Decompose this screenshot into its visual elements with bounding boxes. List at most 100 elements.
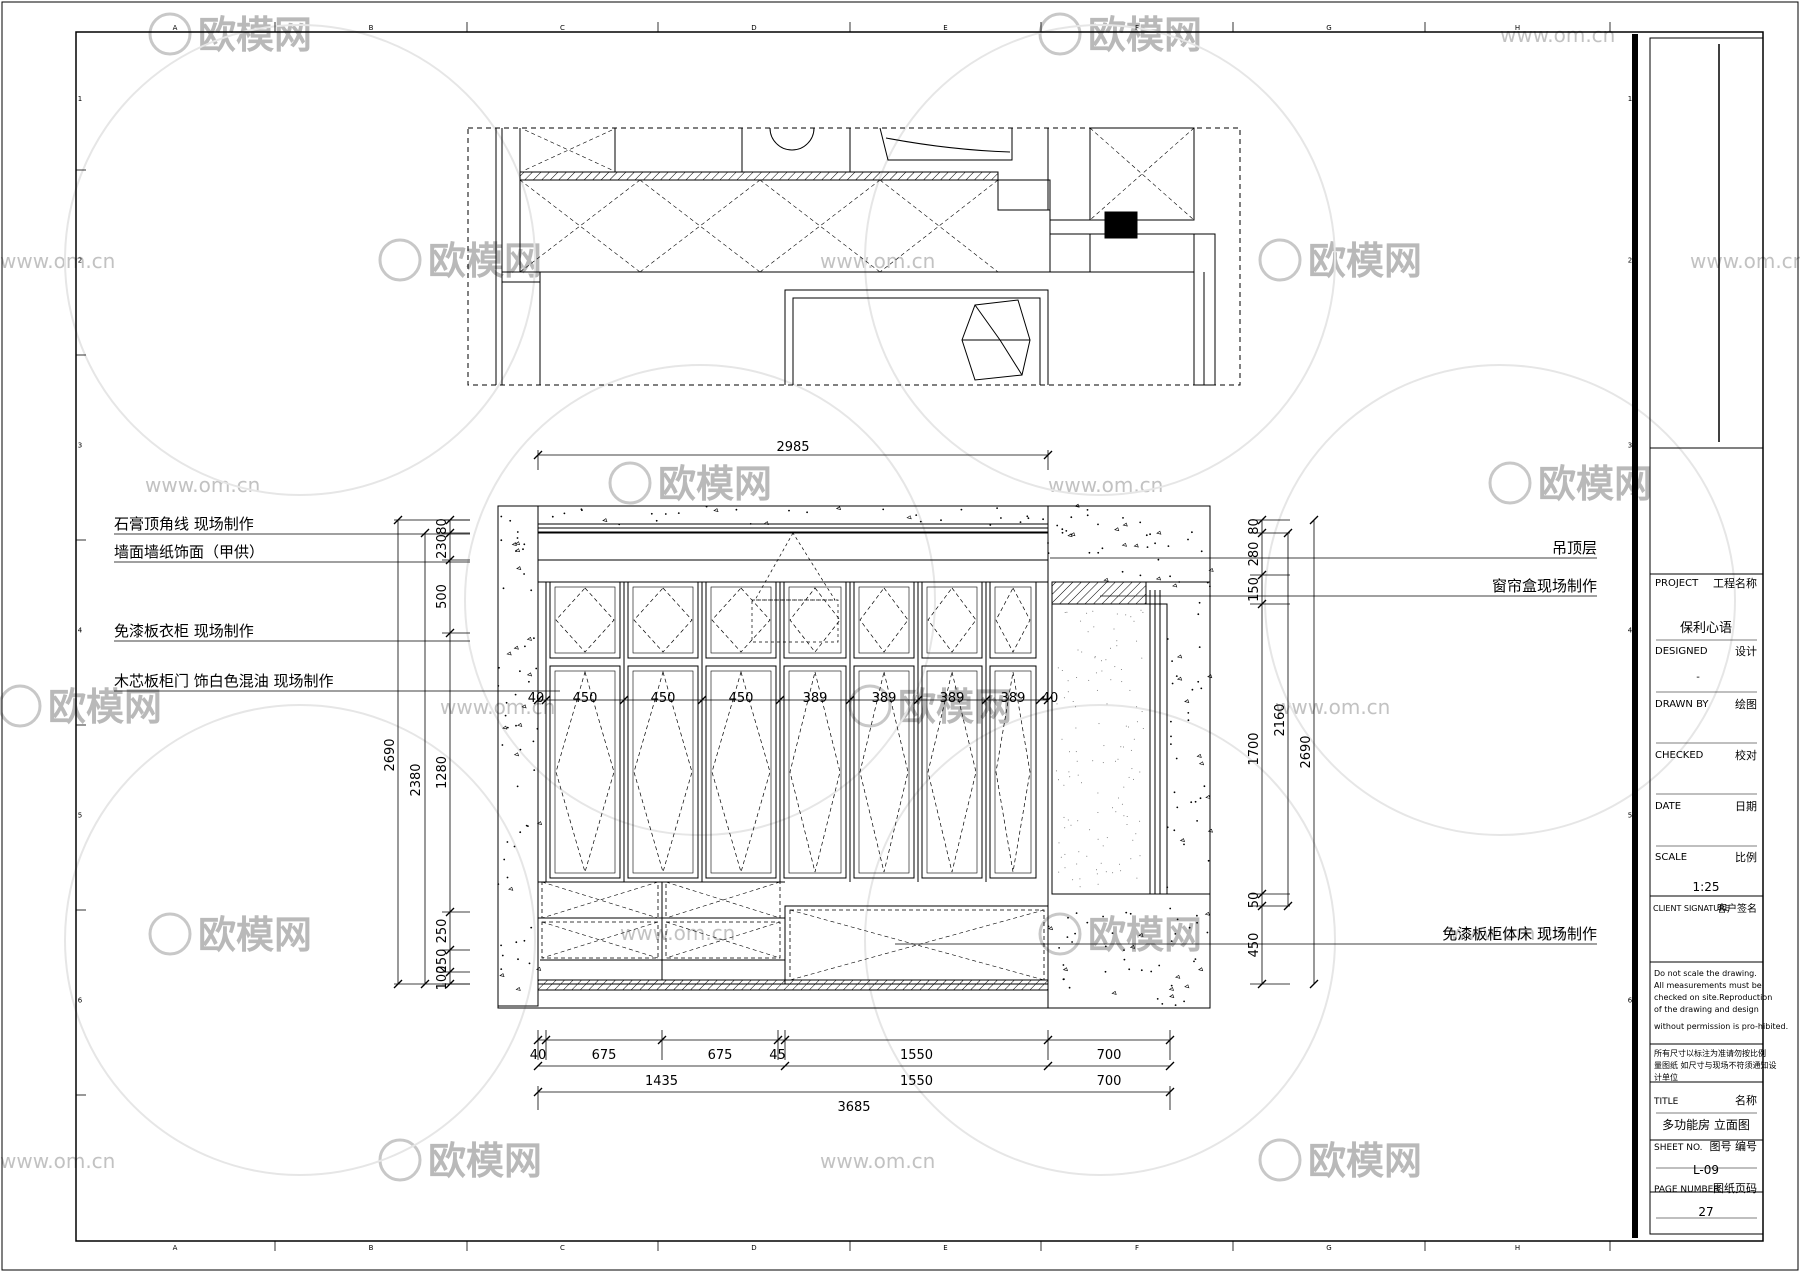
glass-dot xyxy=(1087,631,1089,633)
speckle-chip xyxy=(1196,753,1202,758)
drawer-outline xyxy=(665,921,781,959)
dim-bottom-2: 700 xyxy=(1097,1074,1122,1089)
glass-dot xyxy=(1130,749,1132,751)
watermark-logo-icon xyxy=(1038,12,1082,56)
door-panel-inset xyxy=(858,586,910,654)
glass-dot xyxy=(1056,703,1058,705)
speckle-dot xyxy=(1066,936,1069,938)
drawer-cross xyxy=(541,881,659,919)
speckle-dot xyxy=(504,714,507,717)
speckle-dot xyxy=(522,548,524,551)
glass-dot xyxy=(1081,651,1083,653)
speckle-dot xyxy=(1173,791,1176,794)
tb-designed-cn: 设计 xyxy=(1735,645,1757,658)
speckle-dot xyxy=(505,701,508,704)
dim-door-width: 389 xyxy=(872,691,897,706)
drawer-cross xyxy=(541,881,659,919)
dim-door-width: 450 xyxy=(729,691,754,706)
glass-dot xyxy=(1112,872,1114,874)
speckle-dot xyxy=(532,740,535,743)
glass-dot xyxy=(1105,659,1107,661)
glass-dot xyxy=(1064,612,1066,613)
label-ceiling-layer: 吊顶层 xyxy=(1552,539,1597,557)
speckle-dot xyxy=(1170,720,1172,723)
door-panel-inset xyxy=(632,586,694,654)
speckle-dot xyxy=(1170,940,1173,942)
speckle-chip xyxy=(1179,838,1185,843)
speckle-dot xyxy=(516,531,519,533)
speckle-chip xyxy=(521,704,527,709)
glass-dot xyxy=(1123,786,1125,788)
glass-dot xyxy=(1136,640,1138,642)
speckle-dot xyxy=(1139,574,1142,577)
watermark-url: www.om.cn xyxy=(620,921,735,945)
watermark-brand: 欧模网 xyxy=(1308,239,1422,283)
grid-row-number: 3 xyxy=(1628,442,1632,450)
watermark-url: www.om.cn xyxy=(0,249,115,273)
label-bed-cabinet: 免漆板柜体床 现场制作 xyxy=(1442,925,1597,943)
glass-dot xyxy=(1072,879,1074,881)
speckle-dot xyxy=(1183,1000,1185,1003)
glass-dot xyxy=(1069,776,1071,778)
speckle-dot xyxy=(528,680,530,683)
speckle-chip xyxy=(513,645,519,650)
door-diamond xyxy=(859,671,909,873)
glass-dot xyxy=(1136,877,1138,879)
glass-dot xyxy=(1140,609,1142,611)
dim-tick xyxy=(913,695,923,705)
door-panel xyxy=(921,665,983,879)
speckle-chip xyxy=(1114,527,1120,532)
glass-dot xyxy=(1063,697,1065,699)
speckle-dot xyxy=(749,523,752,525)
speckle-dot xyxy=(919,520,922,523)
speckle-chip xyxy=(513,752,520,757)
speckle-dot xyxy=(519,831,522,834)
speckle-dot xyxy=(1174,933,1177,935)
glass-dot xyxy=(1121,681,1123,683)
glass-dot xyxy=(1067,680,1069,682)
glass-dot xyxy=(1139,771,1141,773)
speckle-chip xyxy=(517,722,523,727)
dim-bottom-2: 1435 xyxy=(645,1074,678,1089)
speckle-dot xyxy=(1207,859,1210,862)
label-wardrobe-carcass: 免漆板衣柜 现场制作 xyxy=(114,622,254,640)
grid-row-number: 2 xyxy=(78,257,82,265)
speckle-dot xyxy=(1097,523,1099,526)
speckle-dot xyxy=(1139,521,1142,524)
speckle-dot xyxy=(1161,1003,1164,1005)
glass-dot xyxy=(1063,784,1065,786)
watermark-logo-icon xyxy=(0,684,42,728)
door-diamond xyxy=(995,671,1031,873)
speckle-dot xyxy=(503,858,506,861)
tb-note-en-line: checked on site.Reproduction xyxy=(1654,993,1772,1002)
speckle-dot xyxy=(514,693,517,696)
watermark-brand: 欧模网 xyxy=(1308,1139,1422,1183)
speckle-dot xyxy=(502,587,505,590)
dim-bottom-1: 40 xyxy=(530,1048,547,1063)
tb-sheet-value: L-09 xyxy=(1693,1163,1719,1177)
speckle-dot xyxy=(1176,806,1179,809)
tb-scale-en: SCALE xyxy=(1655,852,1687,863)
door-panel-inset xyxy=(926,586,978,654)
speckle-chip xyxy=(713,508,719,513)
glass-dot xyxy=(1067,691,1069,693)
dim-bottom-1: 45 xyxy=(769,1048,786,1063)
speckle-chip xyxy=(1103,577,1109,582)
tb-page-value: 27 xyxy=(1698,1205,1713,1219)
speckle-dot xyxy=(497,883,500,885)
glass-dot xyxy=(1058,871,1060,873)
drawer-outline xyxy=(789,909,1045,981)
glass-dot xyxy=(1110,647,1111,649)
glass-dot xyxy=(1105,871,1107,873)
speckle-dot xyxy=(509,519,512,522)
tb-date-en: DATE xyxy=(1655,801,1681,812)
speckle-dot xyxy=(1194,800,1197,803)
speckle-chip xyxy=(1168,987,1174,991)
speckle-dot xyxy=(1097,551,1100,554)
speckle-chip xyxy=(514,548,521,553)
speckle-dot xyxy=(1104,970,1107,973)
